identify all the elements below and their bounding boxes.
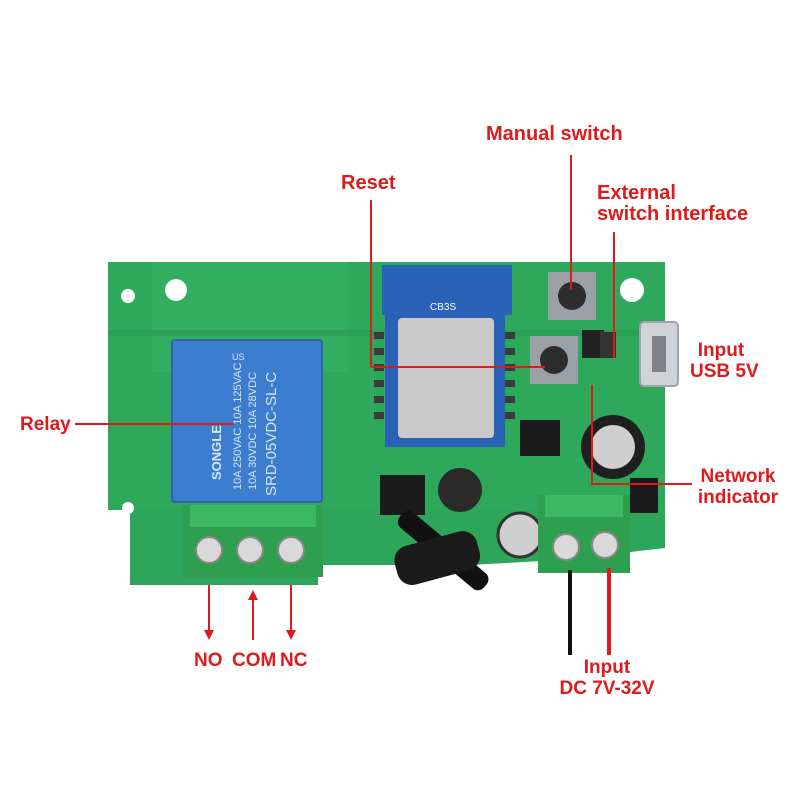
annotation-arrowheads <box>204 590 296 640</box>
relay-component: SONGLE 10A 250VAC 10A 125VAC 10A 30VDC 1… <box>171 339 323 503</box>
power-terminal-block <box>538 495 630 573</box>
nc-arrowhead <box>286 630 296 640</box>
com-arrowhead <box>248 590 258 600</box>
relay-label: Relay <box>20 414 71 435</box>
no-arrowhead <box>204 630 214 640</box>
input-dc-label-line2: DC 7V-32V <box>559 678 655 699</box>
reset-label: Reset <box>341 172 396 194</box>
relay-brand: SONGLE <box>209 425 224 480</box>
network-indicator-label: Network indicator <box>695 466 781 508</box>
relay-terminal-block <box>183 505 323 577</box>
input-usb-label-line2: USB 5V <box>690 361 759 382</box>
relay-rating-2: 10A 30VDC 10A 28VDC <box>247 372 259 490</box>
chip-1 <box>520 420 560 456</box>
network-pointer <box>591 385 692 485</box>
input-usb-label: Input USB 5V <box>690 340 759 382</box>
relay-cert: US <box>232 352 245 362</box>
inductor <box>438 468 482 512</box>
external-switch-header <box>582 330 616 358</box>
capacitor <box>581 415 645 479</box>
external-switch-label-line1: External <box>597 182 676 204</box>
relay-model: SRD-05VDC-SL-C <box>263 372 280 496</box>
usb-port <box>639 321 679 387</box>
external-switch-label: External switch interface <box>597 183 748 225</box>
com-label: COM <box>232 650 277 671</box>
no-label: NO <box>194 650 223 671</box>
network-label-line2: indicator <box>697 487 779 508</box>
network-label-line1: Network <box>700 466 776 487</box>
input-dc-label: Input DC 7V-32V <box>552 657 662 699</box>
capacitor-2 <box>496 511 544 559</box>
input-dc-label-line1: Input <box>583 657 631 678</box>
external-switch-label-line2: switch interface <box>597 203 749 225</box>
chip-2 <box>380 475 425 515</box>
annotation-lines <box>75 155 692 640</box>
antenna-coil <box>394 510 489 591</box>
wifi-module: CB3S <box>382 265 512 447</box>
relay-rating-1: 10A 250VAC 10A 125VAC <box>232 363 244 490</box>
manual-switch-label: Manual switch <box>486 123 623 145</box>
reset-button <box>530 336 578 384</box>
module-label: CB3S <box>430 302 456 313</box>
input-usb-label-line1: Input <box>697 340 745 361</box>
nc-label: NC <box>280 650 308 671</box>
